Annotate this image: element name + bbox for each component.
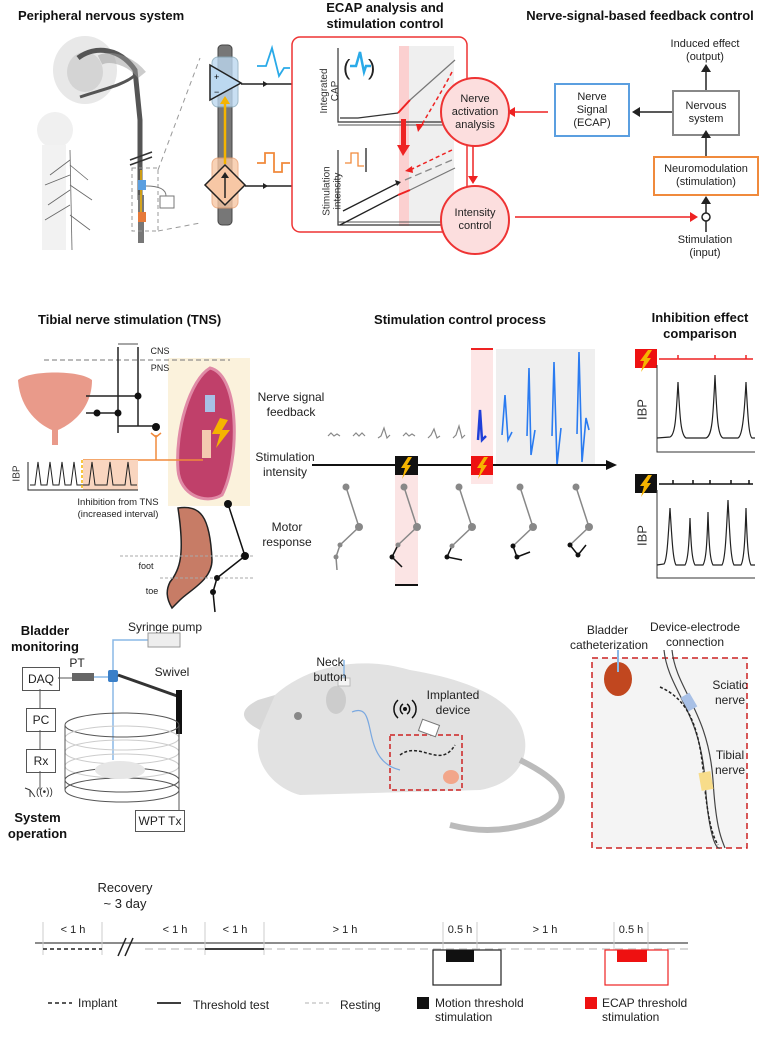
legend-implant-label: Implant (78, 996, 118, 1010)
ecap-stim-bar (617, 950, 647, 962)
lightning-icon (212, 418, 230, 448)
segment-rest3-duration: > 1 h (532, 924, 558, 936)
syringe-pump-label: Syringe pump (127, 620, 203, 634)
svg-text:+: + (214, 72, 219, 82)
segment-implant-duration: < 1 h (60, 924, 86, 936)
implant-region-box (389, 734, 463, 791)
ecap-threshold-signal (476, 409, 487, 443)
rat-tail-icon (449, 757, 565, 833)
svg-text:(: ( (343, 55, 351, 80)
pc-box: PC (26, 708, 56, 732)
syringe-pump-icon (147, 632, 181, 648)
break-mark (117, 937, 127, 957)
neuromodulation-box: Neuromodulation(stimulation) (653, 156, 759, 196)
input-label: Stimulation(input) (677, 234, 733, 259)
process-title: Stimulation control process (374, 312, 546, 327)
feedback-title: Nerve-signal-based feedback control (526, 8, 754, 23)
ecap-waveform-icon (257, 44, 290, 79)
implanted-device-icon (417, 718, 441, 738)
subthreshold-signals (327, 423, 466, 440)
summing-node-icon (701, 212, 711, 222)
swivel-label: Swivel (154, 665, 190, 679)
legend-resting-label: Resting (340, 998, 381, 1012)
recovery-label: Recovery~ 3 day (97, 880, 153, 911)
bladder-detail-icon (604, 662, 632, 696)
legend-ecap-symbol (585, 997, 597, 1009)
rx-box: Rx (26, 749, 56, 773)
ibp-trace-motion (656, 499, 755, 566)
svg-text:): ) (368, 55, 375, 80)
wireless-icon (393, 699, 417, 719)
tns-title: Tibial nerve stimulation (TNS) (38, 312, 222, 327)
output-label: Induced effect(output) (670, 38, 740, 63)
bladder-icon (18, 372, 92, 445)
pns-label: PNS (150, 363, 170, 373)
segment-rest1-duration: < 1 h (162, 924, 188, 936)
swivel-icon (176, 690, 182, 734)
segment-ecap-stim-duration: 0.5 h (618, 924, 644, 936)
wpt-tx-box: WPT Tx (135, 810, 185, 832)
svg-text:((•)): ((•)) (36, 787, 53, 798)
antenna-icon (24, 787, 36, 798)
daq-box: DAQ (22, 667, 60, 691)
pt-label: PT (69, 656, 85, 670)
rat-in-cage-icon (95, 761, 145, 779)
amplifier-icon (209, 63, 243, 102)
segment-threshold-duration: < 1 h (222, 924, 248, 936)
rat-body-icon (257, 663, 526, 795)
foot-label: foot (138, 561, 154, 571)
ecap-signals (501, 351, 590, 466)
legend-threshold-label: Threshold test (193, 998, 270, 1012)
inhibition-caption: Inhibition from TNS(increased interval) (77, 497, 159, 520)
pressure-transducer-icon (72, 673, 94, 681)
peripheral-nerves-icon (44, 149, 93, 251)
segment-motion-stim-duration: 0.5 h (447, 924, 473, 936)
rat-hindlimb-icon (166, 506, 213, 610)
pns-title: Peripheral nervous system (18, 8, 185, 23)
segment-rest2-duration: > 1 h (332, 924, 358, 936)
svg-text:−: − (214, 87, 219, 97)
stim-pulse-icon (257, 152, 290, 173)
motor-response-sticks (333, 483, 593, 571)
motion-stim-bar (446, 950, 474, 962)
toe-label: toe (145, 586, 159, 596)
cns-label: CNS (150, 346, 170, 356)
ibp-trace-ecap (656, 374, 755, 439)
legend-motion-symbol (417, 997, 429, 1009)
